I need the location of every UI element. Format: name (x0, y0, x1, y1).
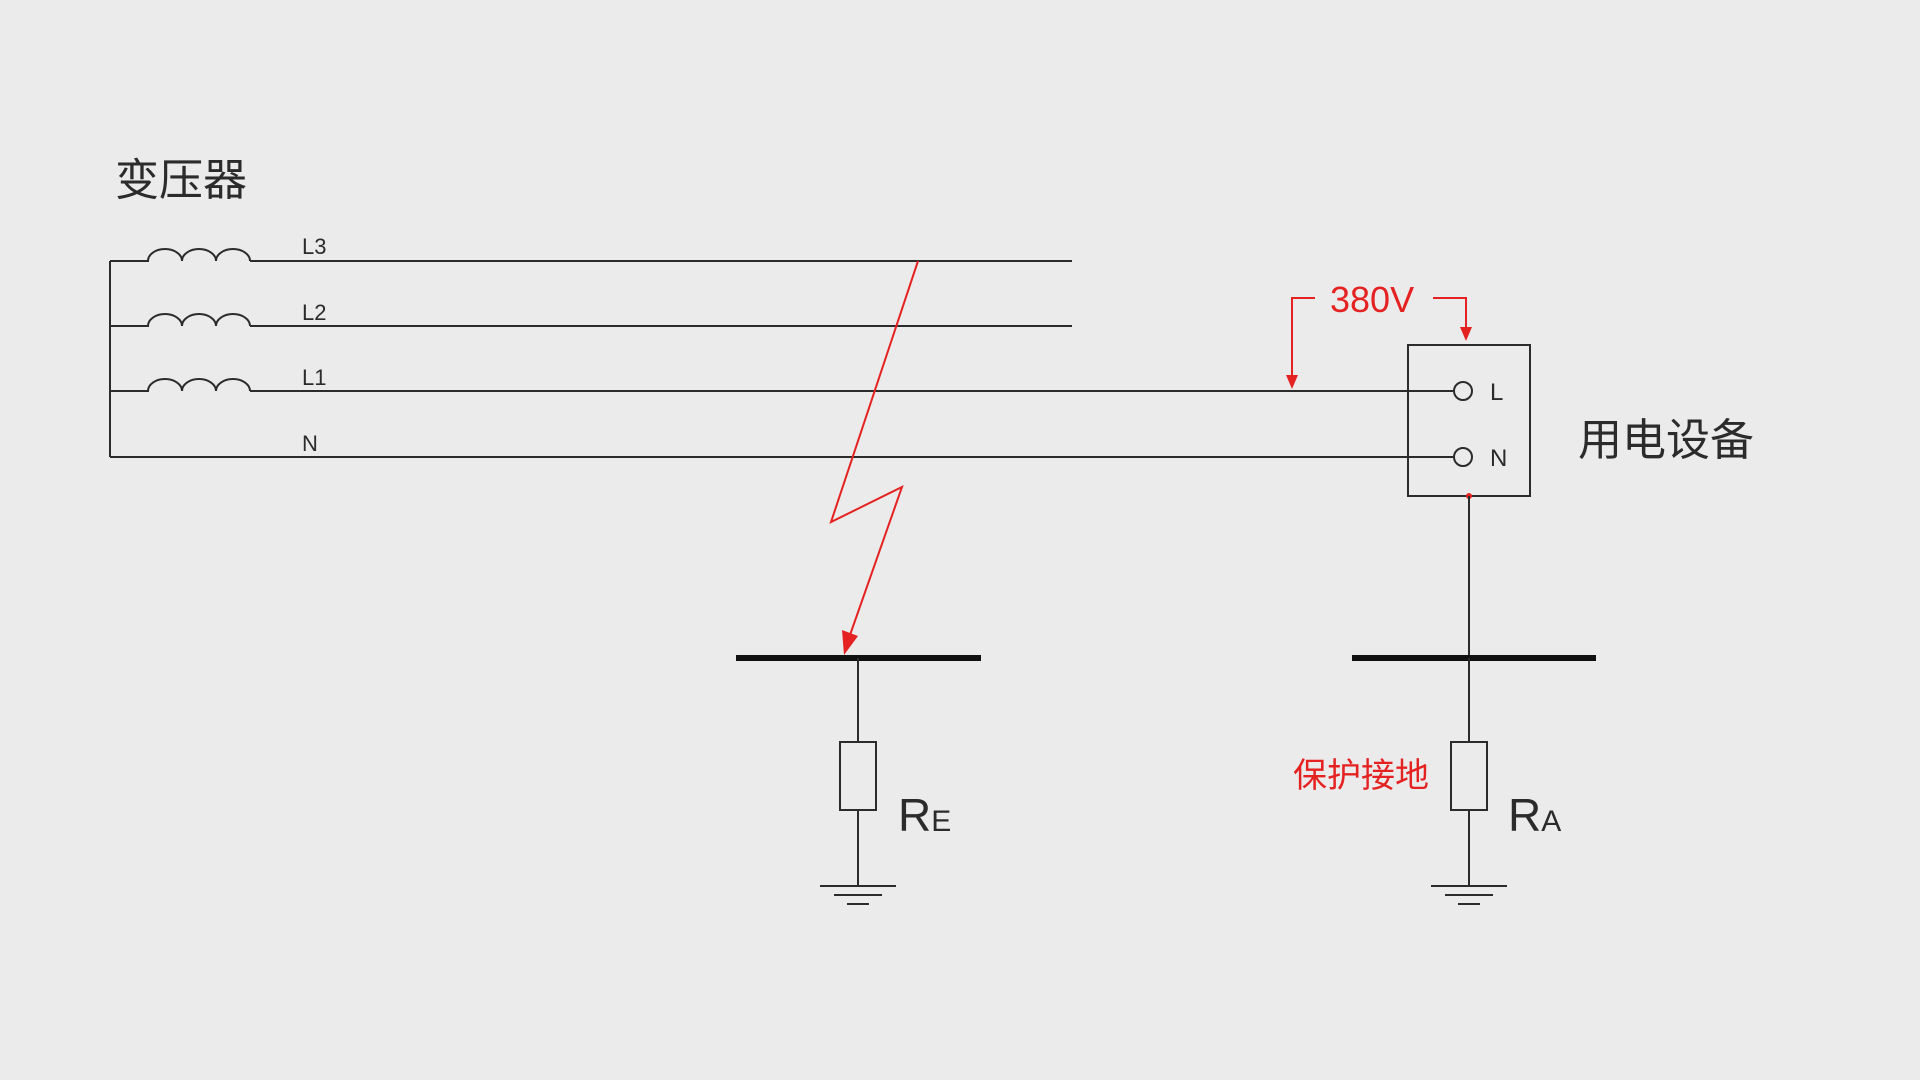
phase-label-l1: L1 (302, 365, 326, 390)
coil-l2 (110, 313, 251, 327)
protective-ground-label: 保护接地 (1293, 756, 1429, 796)
terminal-l-icon (1453, 381, 1473, 401)
voltage-label: 380V (1330, 279, 1414, 320)
terminal-n-label: N (1490, 445, 1507, 472)
voltage-arrow-left-icon (1286, 375, 1298, 389)
voltage-bracket-left (1291, 297, 1315, 377)
terminal-l-label: L (1490, 379, 1503, 406)
resistor-ra-label: RA (1508, 789, 1561, 841)
transformer-title: 变压器 (115, 155, 247, 206)
device-label: 用电设备 (1578, 415, 1754, 466)
fault-arc (829, 260, 919, 636)
phase-label-l2: L2 (302, 300, 326, 325)
fault-arrow-icon (842, 630, 858, 655)
coil-l3 (110, 248, 251, 262)
phase-label-n: N (302, 431, 318, 456)
resistor-re-symbol: R (898, 789, 931, 841)
coil-l1 (110, 378, 251, 392)
device-box (1407, 344, 1531, 497)
resistor-ra (1450, 741, 1488, 811)
resistor-re-subscript: E (931, 805, 951, 838)
phase-label-l3: L3 (302, 234, 326, 259)
resistor-re-label: RE (898, 789, 951, 841)
terminal-n-icon (1453, 447, 1473, 467)
resistor-ra-subscript: A (1541, 805, 1561, 838)
resistor-ra-symbol: R (1508, 789, 1541, 841)
voltage-arrow-right-icon (1460, 327, 1472, 341)
resistor-re (839, 741, 877, 811)
voltage-bracket-right (1433, 297, 1467, 329)
